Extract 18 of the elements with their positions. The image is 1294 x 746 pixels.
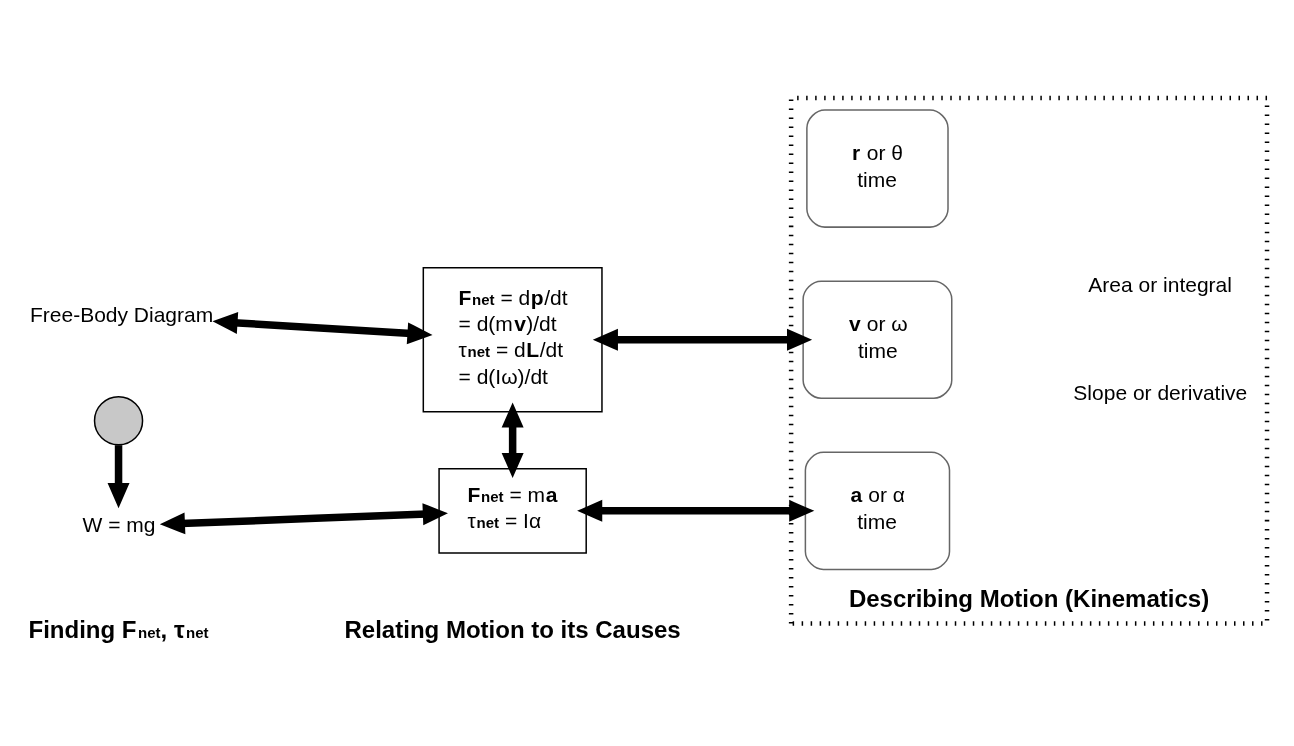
node-box: Fnet = ma τnet = Iα — [438, 467, 587, 554]
node-box: v or ω time — [802, 279, 953, 399]
node-text: W = mg — [82, 512, 156, 536]
node-box: Fnet = dp/dt = d(mv)/dt τnet = dL/dt = d(Iω)/dt — [422, 266, 603, 413]
arrow — [592, 328, 813, 351]
node-circle — [93, 395, 144, 446]
label: Area or integral — [1088, 272, 1232, 296]
arrow — [159, 502, 448, 534]
arrow — [577, 499, 815, 522]
arrow — [501, 401, 524, 478]
label: Relating Motion to its Causes — [344, 615, 681, 643]
arrow — [107, 444, 130, 508]
label: Finding Fnet, τnet — [28, 615, 209, 643]
arrow — [212, 311, 433, 344]
node-box: a or α time — [804, 451, 951, 570]
node-text: Free-Body Diagram — [29, 302, 214, 326]
node-box: r or θ time — [806, 108, 949, 228]
label: Slope or derivative — [1073, 380, 1248, 404]
